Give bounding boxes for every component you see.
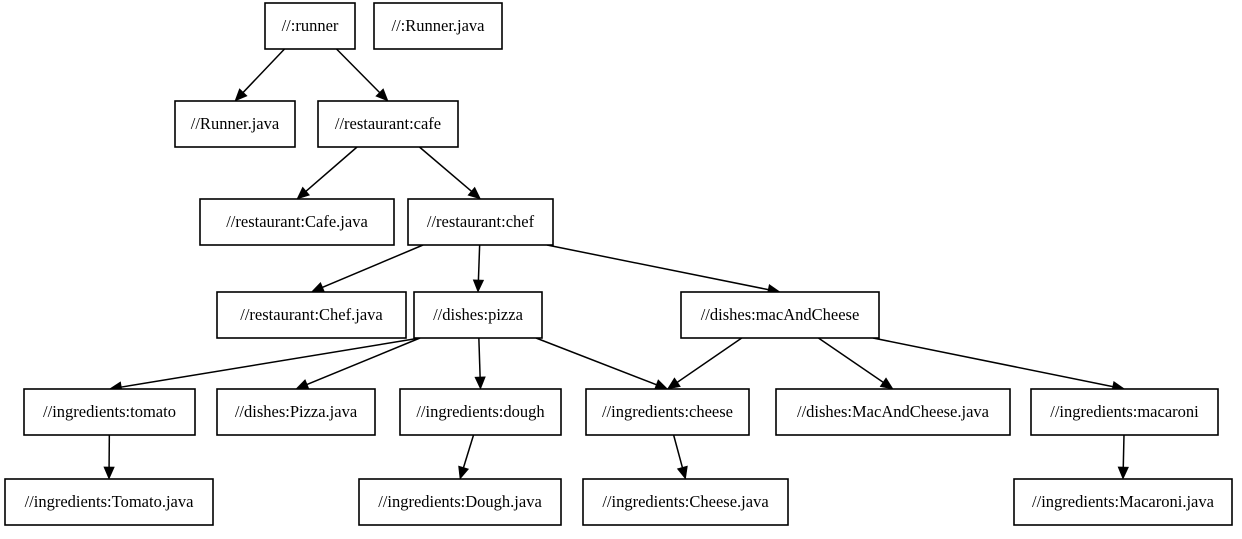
graph-node-box[interactable] <box>582 478 789 526</box>
graph-node[interactable]: //ingredients:Cheese.java <box>582 478 789 526</box>
graph-edge <box>322 244 424 289</box>
graph-node[interactable]: //restaurant:chef <box>407 198 554 246</box>
graph-node[interactable]: //restaurant:cafe <box>317 100 459 148</box>
graph-edge <box>1122 434 1125 468</box>
graph-node-label: //restaurant:chef <box>427 212 535 231</box>
graph-node-label: //ingredients:cheese <box>602 402 733 421</box>
graph-node-box[interactable] <box>413 291 543 339</box>
graph-edge <box>121 337 421 388</box>
graph-node-label: //restaurant:Cafe.java <box>226 212 368 231</box>
graph-node[interactable]: //Runner.java <box>174 100 296 148</box>
graph-node-box[interactable] <box>264 2 356 50</box>
graph-edge-arrowhead <box>375 88 389 102</box>
graph-node-box[interactable] <box>4 478 214 526</box>
graph-edge-arrowhead <box>1117 466 1129 480</box>
graph-node-label: //ingredients:Dough.java <box>378 492 542 511</box>
graph-edge <box>477 244 481 281</box>
graph-edge <box>535 337 657 386</box>
graph-edge <box>305 146 358 192</box>
graph-node[interactable]: //ingredients:dough <box>399 388 562 436</box>
graph-node-box[interactable] <box>216 388 376 436</box>
graph-edge <box>817 337 884 383</box>
graph-node[interactable]: //:runner <box>264 2 356 50</box>
graph-edge-arrowhead <box>474 376 486 390</box>
graph-node-label: //dishes:Pizza.java <box>235 402 358 421</box>
graph-edge-arrowhead <box>666 377 681 390</box>
graph-edge-arrowhead <box>295 379 310 390</box>
graph-node-box[interactable] <box>373 2 503 50</box>
graph-node-box[interactable] <box>174 100 296 148</box>
graph-node-label: //:Runner.java <box>391 16 485 35</box>
graph-edge-arrowhead <box>458 465 470 480</box>
graph-node-label: //restaurant:Chef.java <box>240 305 383 324</box>
graph-edge <box>335 48 381 93</box>
graph-node[interactable]: //dishes:pizza <box>413 291 543 339</box>
graph-node-label: //Runner.java <box>191 114 280 133</box>
graph-node[interactable]: //ingredients:Tomato.java <box>4 478 214 526</box>
graph-edge <box>546 244 769 291</box>
graph-node-box[interactable] <box>317 100 459 148</box>
graph-edge-arrowhead <box>467 186 482 200</box>
graph-node-label: //restaurant:cafe <box>335 114 441 133</box>
graph-node[interactable]: //restaurant:Chef.java <box>216 291 407 339</box>
graph-edge-arrowhead <box>310 282 326 293</box>
graph-node-box[interactable] <box>680 291 880 339</box>
graph-edge-arrowhead <box>234 88 248 102</box>
graph-edge <box>478 337 481 378</box>
graph-edge <box>418 146 472 192</box>
graph-edge <box>306 337 421 386</box>
graph-node[interactable]: //restaurant:Cafe.java <box>199 198 395 246</box>
graph-edge-arrowhead <box>472 279 485 293</box>
graph-node[interactable]: //dishes:MacAndCheese.java <box>775 388 1011 436</box>
graph-node-label: //:runner <box>282 16 339 35</box>
graph-edge <box>242 48 286 93</box>
graph-node[interactable]: //dishes:Pizza.java <box>216 388 376 436</box>
graph-node-label: //ingredients:dough <box>416 402 545 421</box>
graph-edge-arrowhead <box>879 377 894 390</box>
graph-node-label: //dishes:pizza <box>433 305 523 324</box>
graph-node-label: //ingredients:Tomato.java <box>25 492 195 511</box>
graph-node-box[interactable] <box>216 291 407 339</box>
graph-edge-arrowhead <box>653 379 669 390</box>
graph-node-label: //ingredients:macaroni <box>1050 402 1199 421</box>
graph-node-label: //ingredients:Macaroni.java <box>1032 492 1215 511</box>
graph-node[interactable]: //ingredients:cheese <box>585 388 750 436</box>
graph-edge <box>872 337 1113 388</box>
graph-node[interactable]: //ingredients:tomato <box>23 388 196 436</box>
graph-node-box[interactable] <box>1030 388 1219 436</box>
graph-edge-arrowhead <box>296 186 311 200</box>
graph-edge <box>462 434 475 468</box>
graph-node-box[interactable] <box>1013 478 1233 526</box>
graph-node-box[interactable] <box>23 388 196 436</box>
graph-node-box[interactable] <box>199 198 395 246</box>
graph-node-label: //dishes:MacAndCheese.java <box>797 402 990 421</box>
graph-node-box[interactable] <box>358 478 562 526</box>
graph-edge-arrowhead <box>103 466 115 480</box>
graph-node[interactable]: //ingredients:macaroni <box>1030 388 1219 436</box>
nodes-layer: //:runner //:Runner.java //Runner.java //re… <box>4 2 1233 526</box>
graph-edge <box>676 337 743 383</box>
graph-node-box[interactable] <box>407 198 554 246</box>
graph-node[interactable]: //ingredients:Macaroni.java <box>1013 478 1233 526</box>
graph-node-label: //ingredients:tomato <box>43 402 176 421</box>
graph-edge-arrowhead <box>676 465 688 480</box>
graph-edge <box>672 434 684 468</box>
graph-node[interactable]: //:Runner.java <box>373 2 503 50</box>
graph-node-box[interactable] <box>775 388 1011 436</box>
graph-node[interactable]: //dishes:macAndCheese <box>680 291 880 339</box>
graph-node[interactable]: //ingredients:Dough.java <box>358 478 562 526</box>
graph-node-box[interactable] <box>399 388 562 436</box>
graph-node-label: //ingredients:Cheese.java <box>602 492 769 511</box>
graph-node-box[interactable] <box>585 388 750 436</box>
graph-node-label: //dishes:macAndCheese <box>701 305 860 324</box>
